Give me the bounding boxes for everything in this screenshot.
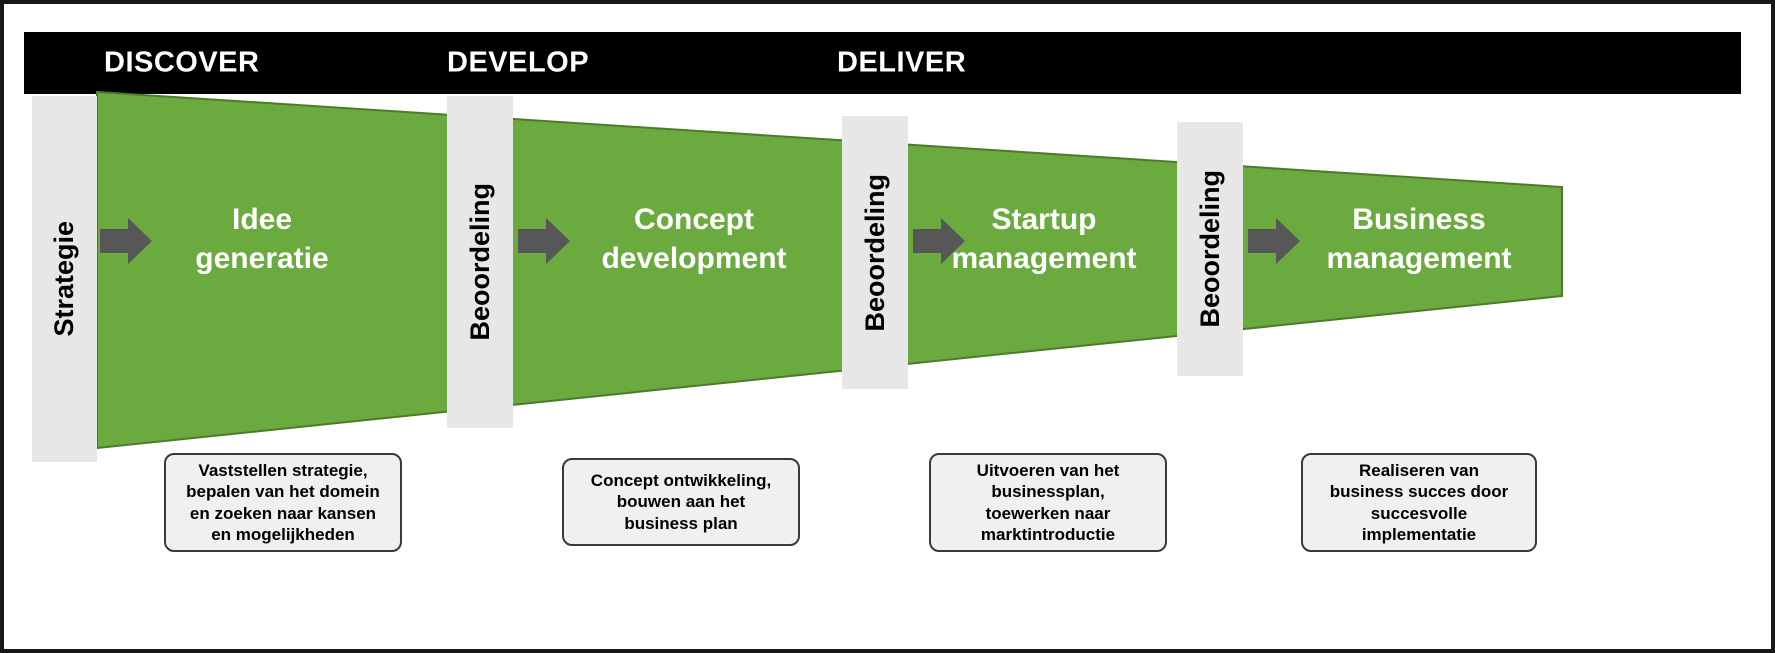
gate-beoordeling-3: Beoordeling	[1177, 122, 1243, 376]
gate-beoordeling-3-label: Beoordeling	[1194, 170, 1225, 328]
stage-title-idee-generatie: Idee generatie	[195, 203, 329, 275]
gate-beoordeling-1-label: Beoordeling	[464, 183, 495, 341]
gate-strategie-label: Strategie	[49, 221, 79, 337]
gate-beoordeling-1: Beoordeling	[447, 96, 513, 428]
stage-title-concept-development: Concept development	[601, 203, 787, 275]
stage-title-business-management: Business management	[1326, 203, 1512, 275]
gate-strategie: Strategie	[32, 96, 97, 462]
gate-beoordeling-2-label: Beoordeling	[859, 173, 890, 332]
note-box-startup-management: Uitvoeren van het businessplan, toewerke…	[929, 453, 1167, 552]
note-box-idee-generatie: Vaststellen strategie, bepalen van het d…	[164, 453, 402, 552]
phase-banner: DISCOVER DEVELOP DELIVER	[24, 32, 1741, 94]
gate-beoordeling-2: Beoordeling	[842, 116, 908, 389]
phase-label-develop: DEVELOP	[447, 46, 590, 79]
arrow-right-icon	[518, 218, 570, 264]
stage-title-startup-management: Startup management	[951, 203, 1137, 275]
phase-label-deliver: DELIVER	[837, 46, 967, 79]
note-box-business-management: Realiseren van business succes door succ…	[1301, 453, 1537, 552]
note-box-concept-development: Concept ontwikkeling, bouwen aan het bus…	[562, 458, 800, 546]
phase-label-discover: DISCOVER	[104, 46, 260, 79]
